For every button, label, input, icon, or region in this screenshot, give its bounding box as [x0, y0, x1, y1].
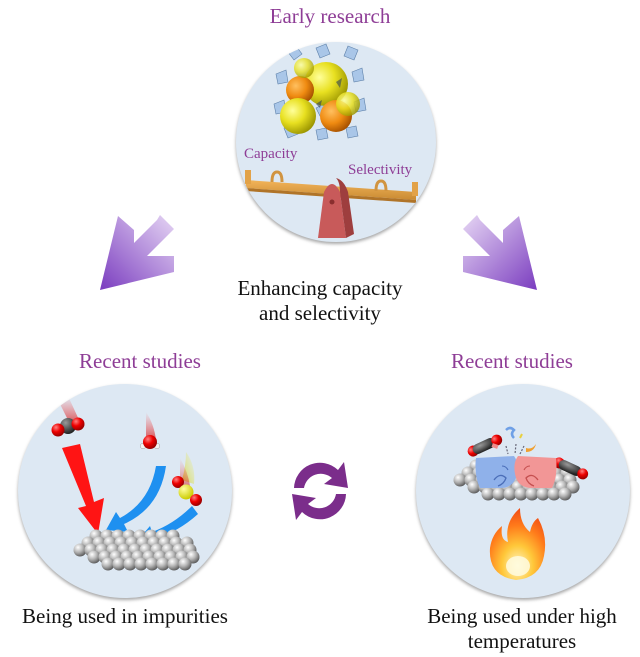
right-caption-line1: Being used under high: [427, 604, 617, 628]
surface-sphere: [547, 487, 561, 501]
left-title: Recent studies: [79, 349, 201, 373]
surface-sphere: [467, 480, 481, 494]
surface-sphere: [134, 557, 148, 571]
fist-bump-icon: [475, 456, 557, 488]
left-caption: Being used in impurities: [22, 604, 228, 628]
right-circle: [416, 384, 630, 598]
surface-sphere: [87, 550, 101, 564]
selectivity-label: Selectivity: [348, 162, 413, 178]
adsorbent-surface-icon: [73, 529, 200, 571]
capacity-label: Capacity: [244, 146, 298, 162]
surface-sphere: [453, 473, 467, 487]
mof-structure-icon: [273, 43, 367, 141]
top-caption-line1: Enhancing capacity: [237, 276, 403, 300]
right-title: Recent studies: [451, 349, 573, 373]
co2-molecule-icon: [467, 434, 503, 457]
surface-sphere: [178, 557, 192, 571]
top-caption: Enhancing capacity and selectivity: [200, 276, 440, 326]
surface-sphere: [536, 487, 550, 501]
seesaw-icon: [245, 170, 418, 238]
cycle-arrows-icon: [292, 462, 348, 520]
left-scene: [51, 396, 202, 571]
right-scene: [453, 426, 589, 580]
surface-sphere: [123, 557, 137, 571]
surface-sphere: [492, 487, 506, 501]
right-caption-line2: temperatures: [467, 629, 577, 653]
impact-sparks-icon: [491, 426, 536, 455]
surface-sphere: [558, 487, 572, 501]
top-caption-line2: and selectivity: [259, 301, 381, 325]
h2o-molecule-icon: [139, 412, 161, 450]
surface-sphere: [481, 487, 495, 501]
blue-arrow-icon: [106, 466, 166, 532]
red-arrow-icon: [62, 444, 104, 534]
left-circle: [18, 384, 232, 598]
surface-sphere: [156, 557, 170, 571]
right-caption: Being used under high temperatures: [404, 604, 640, 654]
top-circle: Capacity Selectivity: [236, 42, 436, 242]
surface-sphere: [101, 557, 115, 571]
surface-sphere: [167, 557, 181, 571]
surface-sphere: [145, 557, 159, 571]
surface-sphere: [514, 487, 528, 501]
surface-sphere: [525, 487, 539, 501]
surface-sphere: [73, 543, 87, 557]
so2-molecule-icon: [172, 452, 202, 506]
top-title: Early research: [269, 4, 391, 28]
surface-sphere: [112, 557, 126, 571]
co2-molecule-icon: [51, 396, 85, 437]
surface-sphere: [503, 487, 517, 501]
fire-icon: [489, 508, 546, 580]
